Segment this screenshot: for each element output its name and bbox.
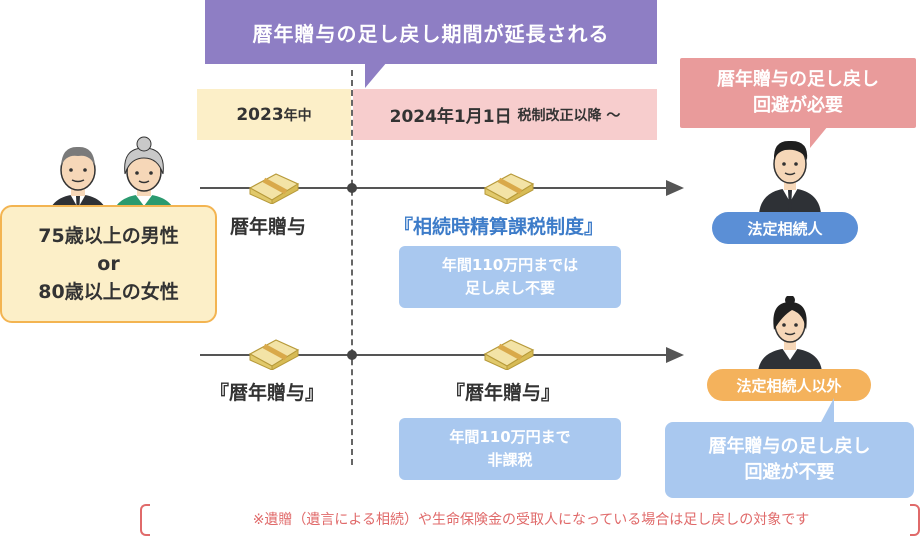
- nonheir-after-label: 『暦年贈与』: [446, 382, 561, 404]
- callout-required-line-1: 暦年贈与の足し戻し: [717, 69, 879, 90]
- period-after-suffix: 税制改正以降 ～: [517, 107, 621, 124]
- nonheir-note-box: 年間110万円まで 非課税: [399, 418, 621, 480]
- donor-condition-box: 75歳以上の男性 or 80歳以上の女性: [0, 205, 217, 323]
- money-bundle-icon: [483, 339, 535, 370]
- callout-return-not-required: 暦年贈与の足し戻し 回避が不要: [665, 422, 914, 498]
- banner-title: 暦年贈与の足し戻し期間が延長される: [205, 0, 657, 64]
- businesswoman-icon: [758, 296, 822, 372]
- banner-pointer: [365, 62, 387, 88]
- nonheir-arrow-dot: [347, 350, 357, 360]
- nonheir-note-line-2: 非課税: [487, 451, 533, 469]
- heir-note-box: 年間110万円までは 足し戻し不要: [399, 246, 621, 308]
- recipient-heir-badge: 法定相続人: [712, 212, 858, 244]
- money-bundle-icon: [483, 173, 535, 204]
- reform-divider-line: [351, 70, 353, 465]
- heir-note-line-2: 足し戻し不要: [464, 279, 555, 297]
- callout-not-required-line-2: 回避が不要: [744, 462, 835, 483]
- nonheir-before-label: 『暦年贈与』: [210, 382, 325, 404]
- heir-after-label: 『相続時精算課税制度』: [394, 216, 604, 238]
- heir-arrow-head: [666, 180, 684, 196]
- money-bundle-icon: [248, 339, 300, 370]
- heir-before-label: 暦年贈与: [230, 216, 307, 238]
- donor-line-female: 80歳以上の女性: [38, 281, 179, 303]
- businessman-icon: [759, 140, 821, 214]
- nonheir-arrow-head: [666, 347, 684, 363]
- callout-required-line-2: 回避が必要: [753, 95, 843, 116]
- recipient-nonheir-badge: 法定相続人以外: [707, 369, 871, 401]
- period-after-date: 2024年1月1日: [389, 107, 512, 127]
- callout-not-required-line-1: 暦年贈与の足し戻し: [708, 436, 871, 457]
- heir-note-line-1: 年間110万円までは: [441, 256, 579, 274]
- footnote-left-bracket: [140, 504, 150, 536]
- nonheir-arrow-line: [200, 354, 668, 356]
- callout-return-required: 暦年贈与の足し戻し 回避が必要: [680, 58, 916, 128]
- footnote: ※遺贈（遺言による相続）や生命保険金の受取人になっている場合は足し戻しの対象です: [252, 512, 810, 528]
- money-bundle-icon: [248, 173, 300, 204]
- period-before-year: 2023: [236, 104, 284, 125]
- callout-not-required-pointer: [820, 398, 834, 424]
- heir-arrow-line: [200, 187, 668, 189]
- footnote-right-bracket: [910, 504, 920, 536]
- heir-arrow-dot: [347, 183, 357, 193]
- period-after: 2024年1月1日 税制改正以降 ～: [353, 89, 657, 140]
- donor-line-male: 75歳以上の男性: [38, 225, 179, 247]
- donor-line-or: or: [97, 253, 120, 275]
- callout-required-pointer: [810, 126, 828, 148]
- nonheir-note-line-1: 年間110万円まで: [449, 428, 571, 446]
- period-before-suffix: 年中: [283, 107, 312, 124]
